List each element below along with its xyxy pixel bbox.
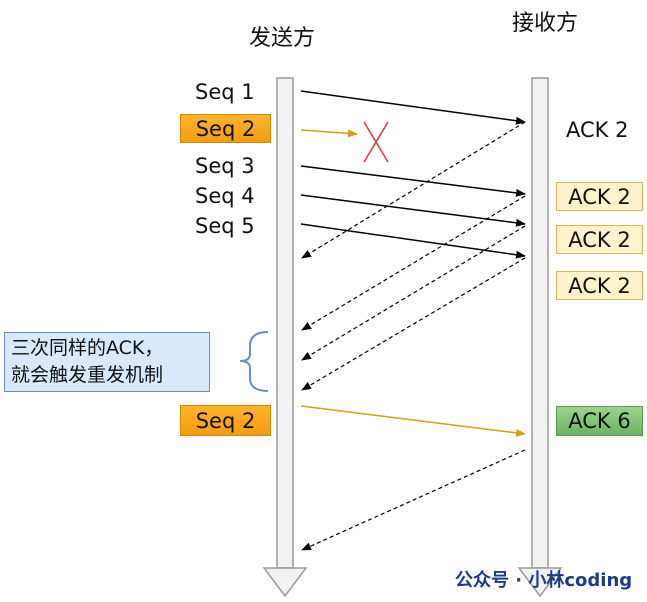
curly-brace [239, 331, 269, 392]
receiver-title: 接收方 [512, 11, 579, 36]
ack2-plain-label: ACK 2 [566, 118, 629, 142]
arrow-seq2-retransmit [300, 405, 526, 437]
note-line-2: 就会触发重发机制 [11, 364, 164, 386]
receiver-lifeline [517, 77, 563, 598]
ack2-dup1-box: ACK 2 [556, 182, 643, 211]
seq2-box: Seq 2 [180, 114, 271, 143]
arrow-seq1 [300, 90, 526, 125]
sender-title: 发送方 [249, 26, 316, 51]
lost-x-mark [363, 121, 389, 163]
arrow-seq4 [300, 194, 526, 227]
ack2-dup3-box: ACK 2 [556, 271, 643, 300]
arrow-seq2-lost [300, 129, 358, 138]
triple-ack-note: 三次同样的ACK， 就会触发重发机制 [4, 332, 210, 392]
arrow-ack2-dup1 [301, 195, 526, 331]
arrow-ack2-dup2 [301, 225, 526, 361]
seq2-retransmit-box: Seq 2 [180, 405, 271, 436]
ack6-box: ACK 6 [556, 406, 643, 436]
sender-lifeline [262, 77, 308, 598]
watermark: 公众号 · 小林coding [455, 570, 633, 591]
arrow-seq3 [300, 165, 526, 197]
note-line-1: 三次同样的ACK， [11, 337, 164, 359]
seq4-label: Seq 4 [195, 184, 255, 208]
ack2-dup2-box: ACK 2 [556, 225, 643, 254]
seq3-label: Seq 3 [195, 154, 255, 178]
seq5-label: Seq 5 [195, 214, 255, 238]
arrow-ack2-dup3 [301, 257, 526, 391]
arrow-seq5 [300, 223, 526, 259]
arrow-ack6 [301, 449, 526, 551]
seq1-label: Seq 1 [195, 80, 255, 104]
arrow-ack2-first [301, 121, 526, 259]
